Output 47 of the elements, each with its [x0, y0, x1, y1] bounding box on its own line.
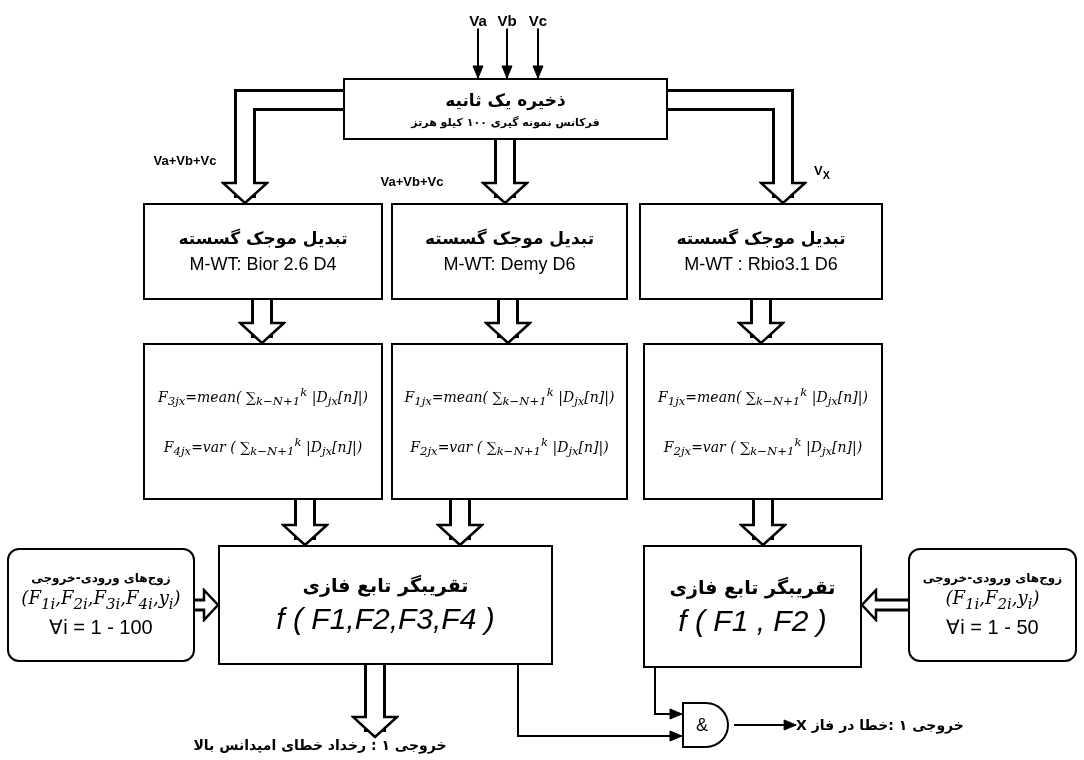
box-title: زوج‌های ورودی-خروجی	[922, 571, 1063, 586]
signal-label: Vc	[528, 11, 548, 29]
formula: F$_{1jx}$=mean( ∑$_{k−N+1}$$^{k}$ |D$_{jx}$[n]|)	[658, 385, 868, 409]
box-title: تبدیل موجک گسسته	[178, 228, 348, 248]
signal-label: Va	[469, 11, 487, 29]
formula: F$_{2jx}$=var ( ∑$_{k−N+1}$$^{k}$ |D$_{jx}$[n]|)	[410, 434, 609, 458]
box-subtitle: فرکانس نمونه گیری ۱۰۰ کیلو هرتز	[411, 115, 600, 129]
box-title: زوج‌های ورودی-خروجی	[31, 571, 171, 586]
formula: F$_{1jx}$=mean( ∑$_{k−N+1}$$^{k}$ |D$_{jx}$[n]|)	[404, 385, 615, 409]
process-box	[143, 203, 383, 300]
wavelet-label: M-WT : Rbio3.1 D6	[684, 254, 838, 275]
process-box	[643, 545, 862, 668]
formula: ∀i = 1 - 50	[946, 614, 1039, 639]
data-box	[908, 548, 1077, 662]
arrow	[532, 27, 544, 79]
box-title: تبدیل موجک گسسته	[676, 228, 846, 248]
formula: F$_{3jx}$=mean( ∑$_{k−N+1}$$^{k}$ |D$_{jx}$[n]|)	[158, 385, 368, 409]
box-title: تقریبگر تابع فازی	[302, 574, 469, 596]
arrow	[733, 719, 798, 731]
output-label: خروجی ۱ : رخداد خطای امپدانس بالا	[193, 737, 447, 753]
formula: F$_{4jx}$=var ( ∑$_{k−N+1}$$^{k}$ |D$_{jx}$[n]|)	[163, 434, 363, 458]
edge-label: V$_{X}$	[813, 163, 831, 181]
output-label: خروجی ۱ :خطا در فاز X	[796, 717, 964, 733]
formula: ∀i = 1 - 100	[49, 614, 153, 639]
process-box	[143, 343, 383, 500]
wavelet-label: M-WT: Bior 2.6 D4	[189, 254, 337, 275]
signal-label: Vb	[497, 11, 517, 29]
arrow	[472, 27, 484, 79]
process-box	[639, 203, 883, 300]
process-box	[218, 545, 553, 665]
formula: (F$_{1i}$,F$_{2i}$,y$_{i}$)	[945, 587, 1040, 613]
process-box	[643, 343, 883, 500]
process-box	[391, 203, 628, 300]
arrow	[654, 667, 683, 720]
box-title: ذخیره یک ثانیه	[445, 89, 566, 110]
box-title: تقریبگر تابع فازی	[669, 575, 836, 598]
data-box	[7, 548, 195, 662]
wavelet-label: M-WT: Demy D6	[443, 254, 576, 275]
formula: (F$_{1i}$,F$_{2i}$,F$_{3i}$,F$_{4i}$,y$_{i}$)	[21, 587, 181, 613]
process-box	[343, 78, 668, 140]
function-label: f ( F1 , F2 )	[678, 603, 827, 638]
arrow	[517, 664, 683, 742]
formula: F$_{2jx}$=var ( ∑$_{k−N+1}$$^{k}$ |D$_{jx}$[n]|)	[663, 434, 863, 458]
arrow	[501, 27, 513, 79]
process-box	[391, 343, 628, 500]
box-title: تبدیل موجک گسسته	[424, 228, 595, 248]
function-label: f ( F1,F2,F3,F4 )	[276, 602, 495, 636]
